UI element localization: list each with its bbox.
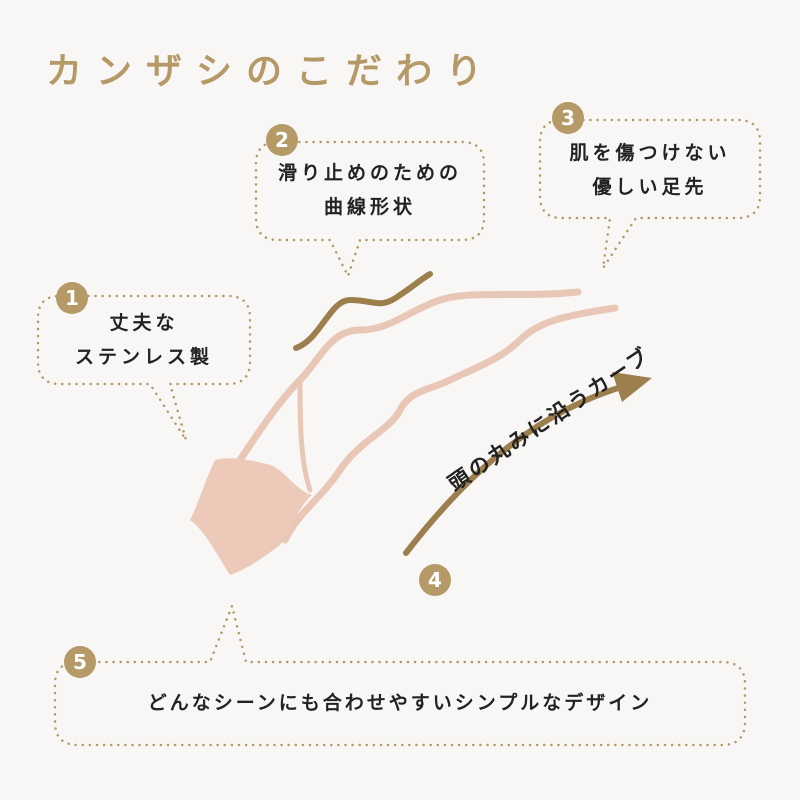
badge-5: 5	[64, 646, 96, 678]
feature-3-line-2: 優しい足先	[592, 176, 708, 198]
feature-5-text: どんなシーンにも合わせやすいシンプルなデザイン	[147, 692, 653, 714]
wavy-line-icon	[293, 271, 433, 351]
page-title: カンザシのこだわり	[46, 51, 497, 92]
feature-1-text: 丈夫な ステンレス製	[38, 306, 250, 374]
badge-3: 3	[552, 102, 584, 134]
arrow-head-icon	[612, 372, 652, 402]
badge-2: 2	[266, 124, 298, 156]
bubble-1-outline	[36, 294, 252, 441]
feature-2-line-1: 滑り止めのための	[277, 162, 462, 184]
feature-3-text: 肌を傷つけない 優しい足先	[540, 136, 760, 204]
feature-2-line-2: 曲線形状	[323, 196, 416, 218]
feature-3-line-1: 肌を傷つけない	[569, 142, 731, 164]
badge-4: 4	[419, 564, 451, 596]
hairpin	[236, 288, 619, 544]
feature-1-line-1: 丈夫な	[109, 312, 179, 334]
feature-1-line-2: ステンレス製	[74, 346, 213, 368]
badge-1: 1	[56, 282, 88, 314]
bubble-3-outline	[538, 118, 762, 269]
feature-2-text: 滑り止めのための 曲線形状	[256, 156, 484, 224]
bubble-5-outline	[53, 601, 747, 747]
curve-arrow	[403, 382, 631, 556]
hairpin-head	[190, 458, 312, 575]
